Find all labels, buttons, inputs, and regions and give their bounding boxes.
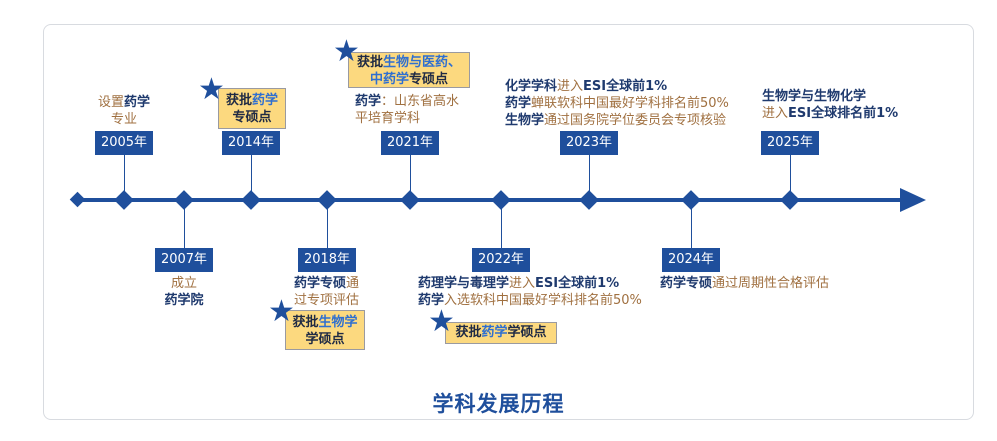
event-2007-text: 成立 药学院: [150, 275, 218, 309]
event-2024-t1b: 通过周期性合格评估: [712, 276, 830, 291]
connector-2023: [589, 155, 590, 199]
event-2018-text: 药学专硕通 过专项评估: [294, 275, 359, 309]
event-2014-h1b: 药学: [252, 93, 279, 108]
event-2025-t2b: ESI全球排名前1%: [788, 106, 899, 121]
event-2022-h1a: 获批: [455, 325, 482, 340]
event-2023-t2b: 蝉联软科中国最好学科排名前50%: [531, 96, 729, 111]
year-label-2014: 2014年: [222, 131, 280, 155]
event-2021-h2b: 专硕点: [409, 72, 449, 87]
event-2023-t1b: 进入: [557, 79, 584, 94]
event-2022-h1b: 药学: [481, 325, 508, 340]
year-label-2025: 2025年: [761, 131, 819, 155]
event-2018-t1a: 药学专硕: [294, 276, 347, 291]
event-2018-t1b: 通: [346, 276, 360, 291]
connector-2014: [251, 155, 252, 199]
event-2007-line2: 药学院: [164, 293, 204, 308]
event-2022-t1a: 药理学与毒理学: [418, 276, 510, 291]
diagram-title: 学科发展历程: [432, 392, 565, 416]
year-label-2018: 2018年: [298, 248, 356, 272]
event-2022-t1b: 进入: [509, 276, 536, 291]
connector-2005: [124, 155, 125, 199]
event-2023-text: 化学学科进入ESI全球前1% 药学蝉联软科中国最好学科排名前50% 生物学通过国…: [505, 78, 729, 129]
event-2023-t2a: 药学: [505, 96, 532, 111]
connector-2021: [410, 155, 411, 199]
event-2021-text: 药学：山东省高水 平培育学科: [355, 93, 459, 127]
star-icon: ★: [428, 304, 455, 339]
timeline-axis: [78, 198, 904, 202]
event-2021-t1a: 药学: [355, 94, 382, 109]
event-2005-line1a: 设置: [97, 95, 124, 110]
star-icon: ★: [198, 72, 225, 107]
event-2022-text: 药理学与毒理学进入ESI全球前1% 药学入选软科中国最好学科排名前50%: [418, 275, 642, 309]
star-icon: ★: [268, 294, 295, 329]
event-2021-t2: 平培育学科: [355, 111, 421, 126]
year-label-2021: 2021年: [381, 131, 439, 155]
year-label-2005: 2005年: [95, 131, 153, 155]
event-2023-t3a: 生物学: [505, 113, 545, 128]
event-2022-t1c: ESI全球前1%: [535, 276, 620, 291]
event-2007-line1: 成立: [170, 276, 197, 291]
event-2021-h1b: 生物与医药、: [383, 55, 462, 70]
connector-2022: [501, 200, 502, 248]
star-icon: ★: [333, 34, 360, 69]
year-label-2024: 2024年: [662, 248, 720, 272]
event-2014-highlight: 获批药学 专硕点: [218, 88, 286, 129]
event-2021-t1b: ：山东省高水: [381, 94, 460, 109]
event-2021-h1a: 获批: [356, 55, 383, 70]
event-2005-line2: 专业: [110, 112, 137, 127]
timeline-frame: [43, 24, 974, 420]
year-label-2007: 2007年: [155, 248, 213, 272]
connector-2007: [184, 200, 185, 248]
event-2018-highlight: 获批生物学 学硕点: [285, 310, 365, 350]
year-label-2023: 2023年: [560, 131, 618, 155]
event-2014-h1a: 获批: [225, 93, 252, 108]
event-2025-text: 生物学与生物化学 进入ESI全球排名前1%: [762, 88, 898, 122]
event-2018-t2: 过专项评估: [294, 293, 360, 308]
event-2005-line1b: 药学: [124, 95, 151, 110]
event-2018-h1b: 生物学: [318, 315, 358, 330]
event-2014-h2: 专硕点: [232, 110, 272, 125]
event-2022-t2b: 入选软科中国最好学科排名前50%: [444, 293, 642, 308]
event-2021-h2a: 中药学: [369, 72, 409, 87]
connector-2025: [790, 155, 791, 199]
event-2024-t1a: 药学专硕: [660, 276, 713, 291]
event-2018-h2: 学硕点: [305, 332, 345, 347]
event-2023-t3b: 通过国务院学位委员会专项核验: [544, 113, 727, 128]
event-2018-h1a: 获批: [292, 315, 319, 330]
event-2025-t2a: 进入: [762, 106, 789, 121]
event-2025-t1a: 生物学与生物化学: [762, 89, 867, 104]
connector-2024: [691, 200, 692, 248]
event-2022-t2a: 药学: [418, 293, 445, 308]
event-2023-t1c: ESI全球前1%: [583, 79, 668, 94]
event-2021-highlight: 获批生物与医药、 中药学专硕点: [348, 52, 470, 88]
event-2024-text: 药学专硕通过周期性合格评估: [660, 275, 829, 292]
year-label-2022: 2022年: [472, 248, 530, 272]
event-2023-t1a: 化学学科: [505, 79, 558, 94]
event-2022-h1c: 学硕点: [507, 325, 547, 340]
connector-2018: [327, 200, 328, 248]
event-2005-text: 设置药学 专业: [90, 94, 158, 128]
event-2022-highlight: 获批药学学硕点: [445, 322, 557, 344]
arrow-right-icon: [900, 188, 926, 212]
